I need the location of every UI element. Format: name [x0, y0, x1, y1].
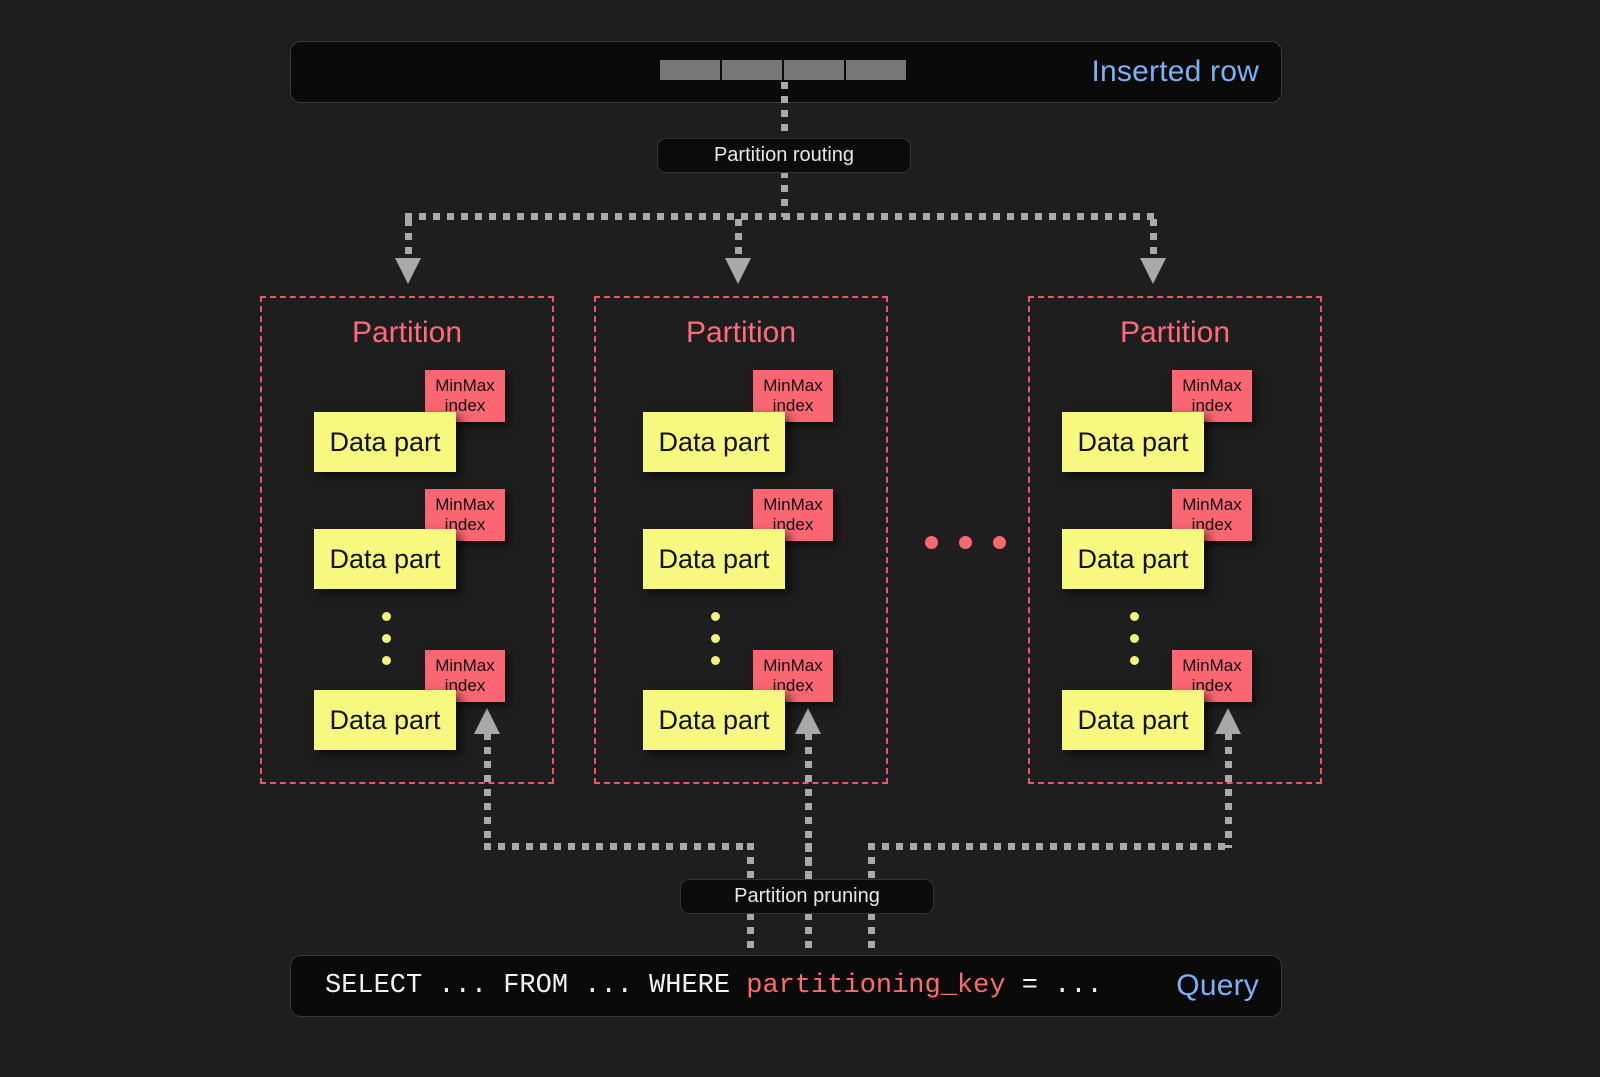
minmax-label-line1: MinMax	[763, 494, 823, 514]
pruning-leg-3	[1225, 733, 1232, 848]
fanout-arrow-3	[1140, 258, 1166, 284]
fanout-leg-1	[405, 219, 412, 261]
minmax-label-line1: MinMax	[435, 375, 495, 395]
pruning-rail-right	[868, 843, 1232, 850]
minmax-label-line1: MinMax	[763, 655, 823, 675]
data-part-label: Data part	[1077, 426, 1189, 457]
pruning-leg-1	[484, 733, 491, 848]
data-part-box: Data part	[643, 529, 785, 589]
partition-routing-box: Partition routing	[657, 138, 911, 173]
minmax-label-line1: MinMax	[763, 375, 823, 395]
partition-box-3: Partition	[1028, 296, 1322, 784]
minmax-label-line1: MinMax	[1182, 494, 1242, 514]
data-part-ellipsis	[382, 612, 391, 678]
data-part-label: Data part	[329, 704, 441, 735]
ellipsis-dot	[711, 634, 720, 643]
fanout-leg-2	[735, 219, 742, 261]
connector-routing-to-bus	[781, 171, 788, 217]
data-part-box: Data part	[314, 529, 456, 589]
data-part-label: Data part	[658, 426, 770, 457]
ellipsis-dot	[993, 536, 1006, 549]
fanout-arrow-2	[725, 258, 751, 284]
row-cell	[660, 60, 720, 80]
partition-routing-label: Partition routing	[713, 144, 855, 166]
sql-suffix: = ...	[1005, 971, 1103, 1001]
row-cell	[722, 60, 782, 80]
ellipsis-dot	[711, 612, 720, 621]
minmax-label-line2: index	[444, 396, 486, 415]
pruning-leg-2	[805, 733, 812, 881]
row-cell	[846, 60, 906, 80]
partition-box-1: Partition	[260, 296, 554, 784]
partition-title: Partition	[685, 316, 797, 349]
fanout-bus	[405, 213, 1157, 220]
minmax-label-line1: MinMax	[1182, 655, 1242, 675]
partition-box-2: Partition	[594, 296, 888, 784]
ellipsis-dot	[382, 656, 391, 665]
data-part-box: Data part	[314, 412, 456, 472]
data-part-label: Data part	[658, 704, 770, 735]
ellipsis-dot	[711, 656, 720, 665]
fanout-leg-3	[1150, 219, 1157, 261]
ellipsis-dot	[382, 634, 391, 643]
partition-pruning-label: Partition pruning	[734, 885, 880, 907]
sql-text: SELECT ... FROM ... WHERE partitioning_k…	[325, 971, 1103, 1001]
data-part-box: Data part	[1062, 529, 1204, 589]
sql-prefix: SELECT ... FROM ... WHERE	[325, 971, 747, 1001]
ellipsis-dot	[382, 612, 391, 621]
minmax-label-line2: index	[1191, 396, 1233, 415]
pruning-arrow-1	[474, 708, 500, 734]
data-part-label: Data part	[1077, 543, 1189, 574]
pruning-arrow-3	[1215, 708, 1241, 734]
query-bar: SELECT ... FROM ... WHERE partitioning_k…	[290, 955, 1282, 1017]
data-part-label: Data part	[329, 543, 441, 574]
minmax-label-line1: MinMax	[435, 494, 495, 514]
data-part-box: Data part	[1062, 690, 1204, 750]
query-label: Query	[1176, 969, 1259, 1002]
ellipsis-dot	[1130, 634, 1139, 643]
data-part-ellipsis	[711, 612, 720, 678]
partition-title: Partition	[351, 316, 463, 349]
sql-partitioning-key: partitioning_key	[746, 971, 1006, 1001]
data-part-label: Data part	[1077, 704, 1189, 735]
inserted-row-label: Inserted row	[1091, 55, 1259, 88]
row-cell	[784, 60, 844, 80]
data-part-label: Data part	[329, 426, 441, 457]
ellipsis-dot	[925, 536, 938, 549]
pruning-rail-left	[484, 843, 754, 850]
partition-ellipsis	[925, 536, 1027, 549]
pruning-arrow-2	[795, 708, 821, 734]
minmax-label-line2: index	[772, 396, 814, 415]
data-part-box: Data part	[1062, 412, 1204, 472]
data-part-box: Data part	[314, 690, 456, 750]
data-part-label: Data part	[658, 543, 770, 574]
ellipsis-dot	[1130, 656, 1139, 665]
minmax-label-line1: MinMax	[435, 655, 495, 675]
fanout-arrow-1	[395, 258, 421, 284]
inserted-row-cells	[660, 60, 906, 80]
ellipsis-dot	[1130, 612, 1139, 621]
minmax-label-line1: MinMax	[1182, 375, 1242, 395]
ellipsis-dot	[959, 536, 972, 549]
data-part-ellipsis	[1130, 612, 1139, 678]
partition-title: Partition	[1119, 316, 1231, 349]
data-part-box: Data part	[643, 690, 785, 750]
partition-pruning-box: Partition pruning	[680, 879, 934, 914]
data-part-box: Data part	[643, 412, 785, 472]
connector-row-to-routing	[781, 82, 788, 140]
